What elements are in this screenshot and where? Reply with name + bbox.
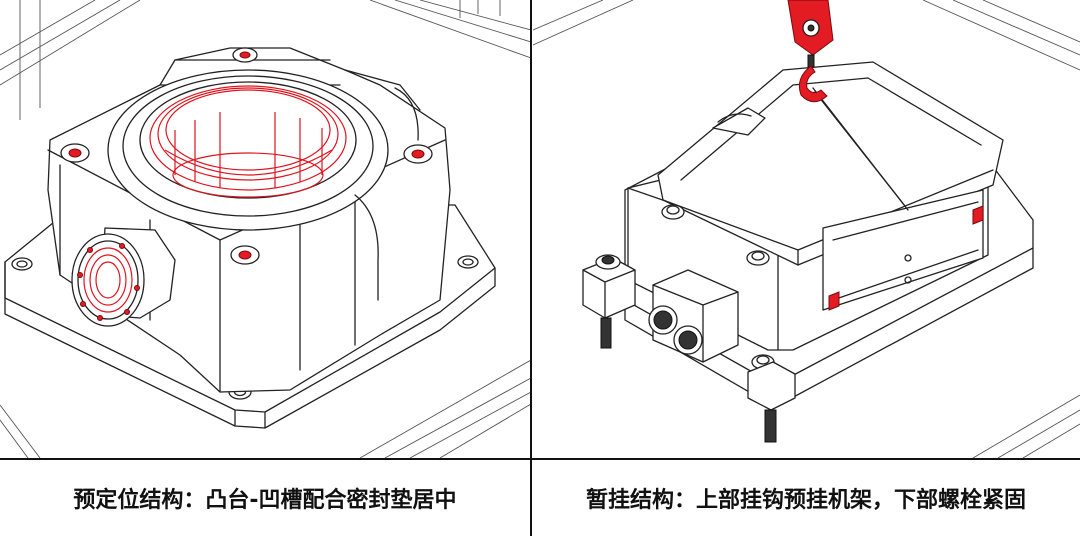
crane-hook: [787, 0, 909, 211]
side-port: [71, 87, 419, 327]
box-housing: [627, 61, 1004, 370]
horizontal-divider: [0, 458, 1080, 460]
frame-rails: [0, 0, 531, 458]
left-bolt-bracket: [582, 254, 636, 349]
top-boss: [107, 69, 389, 231]
vertical-divider: [530, 0, 532, 536]
cable-gland-block: [648, 269, 739, 363]
temporary-hanging-drawing: [533, 0, 1080, 458]
pre-positioning-drawing: [0, 0, 531, 458]
bottom-bolt: [747, 361, 796, 443]
caption-pre-positioning: 预定位结构：凸台-凹槽配合密封垫居中: [73, 488, 457, 513]
caption-temporary-hanging: 暂挂结构：上部挂钩预挂机架，下部螺栓紧固: [585, 488, 1026, 513]
frame-rails: [533, 0, 1080, 458]
